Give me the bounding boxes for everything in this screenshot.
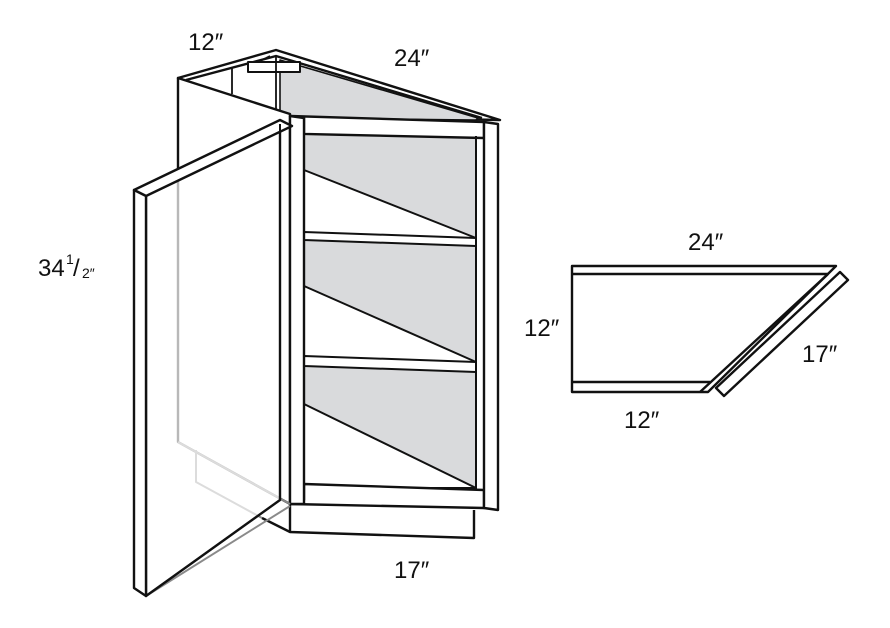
- plan-dim-angle: 17″: [802, 341, 838, 368]
- top-bracket-edge: [257, 55, 271, 63]
- plan-dim-bottom: 12″: [624, 407, 660, 434]
- dim-top-depth: 12″: [188, 29, 224, 56]
- hidden-line-door-swing: [145, 505, 291, 597]
- dim-height-frac-den: 2″: [82, 265, 95, 281]
- dim-height: 34: [38, 255, 65, 282]
- top-bracket: [247, 61, 301, 73]
- cabinet-drawing: [132, 48, 502, 598]
- dim-height-main: 34: [38, 255, 65, 282]
- plan-angle-inner: [699, 273, 829, 393]
- dim-height-frac-num: 1: [66, 251, 74, 267]
- dim-top-width: 24″: [394, 45, 430, 72]
- dim-height-frac-slash: /: [73, 255, 80, 282]
- face-frame-right-stile: [482, 120, 500, 512]
- plan-view-drawing: [570, 264, 850, 398]
- toe-kick: [288, 504, 476, 540]
- cabinet-door-side: [132, 188, 148, 598]
- cabinet-back-panel: [279, 59, 479, 121]
- plan-door-strip: [714, 270, 850, 398]
- dim-bottom-angle: 17″: [394, 557, 430, 584]
- plan-dim-left: 12″: [524, 315, 560, 342]
- plan-dim-top: 24″: [688, 229, 724, 256]
- plan-outline: [570, 264, 838, 394]
- face-frame-left-stile: [288, 114, 306, 506]
